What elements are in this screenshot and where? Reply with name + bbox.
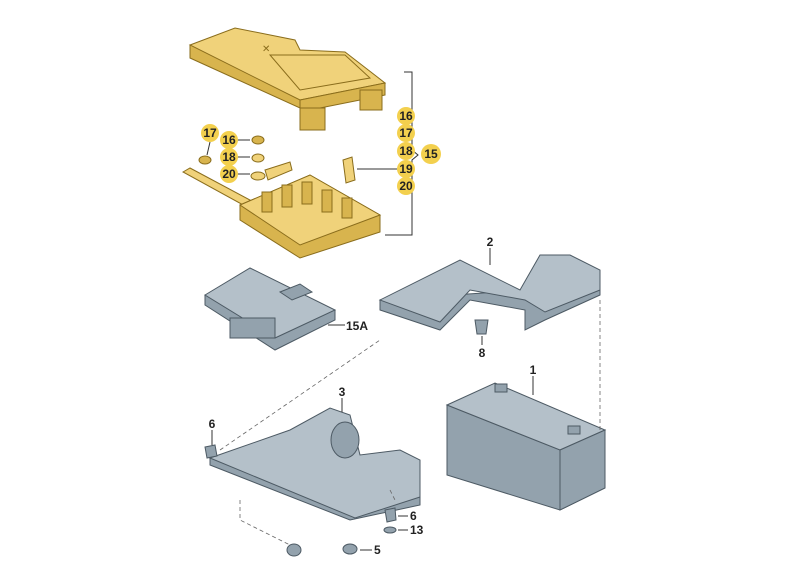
clip-6-left <box>204 444 218 459</box>
label-5: 5 <box>374 543 381 557</box>
kit-bracket-line <box>385 71 419 236</box>
kit-label-18: 18 <box>399 144 413 158</box>
clip-bottom <box>286 543 302 557</box>
label-17: 17 <box>203 126 217 140</box>
fasteners-15 <box>198 135 293 181</box>
tray-15a <box>204 267 337 351</box>
label-18: 18 <box>222 150 236 164</box>
clip-6-right <box>384 507 397 523</box>
label-20: 20 <box>222 167 236 181</box>
label-1: 1 <box>530 363 537 377</box>
label-3: 3 <box>339 385 346 399</box>
label-8: 8 <box>479 346 486 360</box>
rivet-5 <box>342 543 358 555</box>
kit-label-17: 17 <box>399 126 413 140</box>
svg-text:✕: ✕ <box>262 44 270 55</box>
badges <box>201 107 441 195</box>
kit-label-15: 15 <box>424 147 438 161</box>
label-16: 16 <box>222 133 236 147</box>
bolt-8 <box>474 319 489 335</box>
label-6-left: 6 <box>209 417 216 431</box>
kit-label-20: 20 <box>399 179 413 193</box>
kit-label-19: 19 <box>399 162 413 176</box>
battery-1 <box>445 382 607 511</box>
fuse-box-cover: ✕ <box>188 27 387 131</box>
fuse-carrier <box>181 156 382 259</box>
bracket-2 <box>378 254 601 331</box>
label-6-right: 6 <box>410 509 417 523</box>
cover-3 <box>208 407 421 521</box>
label-2: 2 <box>487 235 494 249</box>
kit-label-16: 16 <box>399 109 413 123</box>
washer-13 <box>383 526 397 534</box>
fuse-19 <box>342 156 356 184</box>
label-13: 13 <box>410 523 424 537</box>
label-15a: 15A <box>346 319 368 333</box>
